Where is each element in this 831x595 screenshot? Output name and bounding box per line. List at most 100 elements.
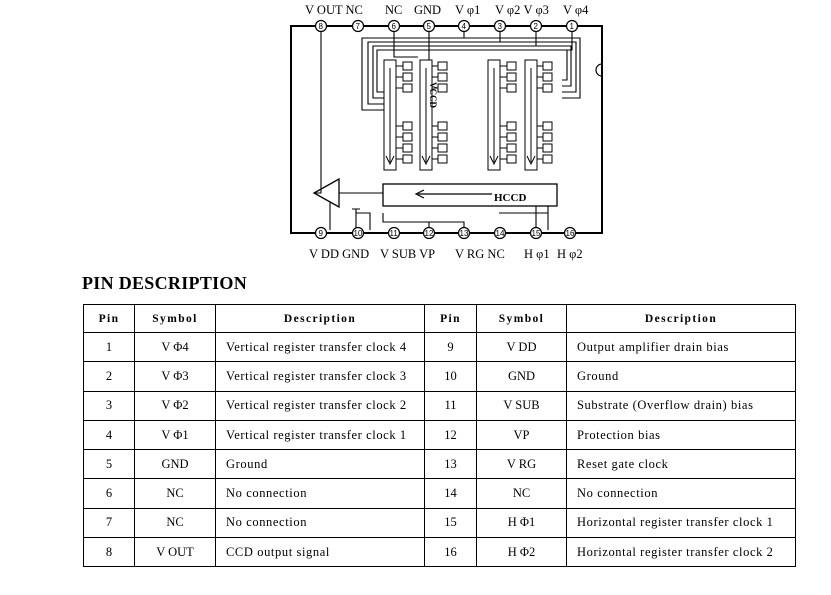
header-description: Description bbox=[566, 304, 796, 333]
top-pin-label: V φ2 V φ3 bbox=[495, 3, 549, 17]
pin-description: CCD output signal bbox=[215, 537, 425, 568]
table-row: 1 V Φ4 Vertical register transfer clock … bbox=[83, 331, 796, 363]
top-pin-label: NC bbox=[385, 3, 402, 17]
section-title: PIN DESCRIPTION bbox=[82, 273, 248, 293]
bottom-pin-number: 14 bbox=[496, 229, 505, 238]
bottom-pin-label: H φ1 bbox=[524, 247, 550, 261]
bottom-pin-number: 13 bbox=[460, 229, 469, 238]
package-notch bbox=[595, 63, 603, 77]
pin-number: 8 bbox=[83, 537, 135, 568]
bottom-pin-number: 9 bbox=[319, 229, 324, 238]
pin-symbol: V DD bbox=[476, 331, 567, 363]
table-row: 2 V Φ3 Vertical register transfer clock … bbox=[83, 361, 796, 392]
pin-description: Output amplifier drain bias bbox=[566, 331, 796, 363]
hccd-register bbox=[382, 183, 558, 207]
bottom-pin-number: 10 bbox=[354, 229, 363, 238]
header-symbol: Symbol bbox=[134, 304, 216, 333]
pin-symbol: V Φ4 bbox=[134, 331, 216, 363]
pin-description: Vertical register transfer clock 1 bbox=[215, 419, 425, 451]
vccd-label: VCCD bbox=[428, 82, 438, 108]
top-pin-label: V φ1 bbox=[455, 3, 480, 17]
top-pin-label: V φ4 bbox=[563, 3, 589, 17]
pin-description: No connection bbox=[215, 478, 425, 509]
clock-bus bbox=[361, 31, 581, 111]
table-row: 3 V Φ2 Vertical register transfer clock … bbox=[83, 390, 796, 421]
table-row: 7 NC No connection 15 H Φ1 Horizontal re… bbox=[83, 507, 796, 539]
pin-description: Vertical register transfer clock 4 bbox=[215, 331, 425, 363]
top-pin-number: 8 bbox=[319, 22, 324, 31]
pin-number: 11 bbox=[424, 390, 477, 421]
pin-symbol: V OUT bbox=[134, 537, 216, 568]
pin-description: Ground bbox=[566, 361, 796, 392]
pin-description: Vertical register transfer clock 3 bbox=[215, 361, 425, 392]
header-symbol: Symbol bbox=[476, 304, 567, 333]
pin-number: 5 bbox=[83, 449, 135, 480]
top-pin-label: V OUT NC bbox=[305, 3, 363, 17]
pin-symbol: VP bbox=[476, 419, 567, 451]
pin-description: Horizontal register transfer clock 1 bbox=[566, 507, 796, 539]
output-wiring bbox=[314, 31, 549, 230]
vccd-columns bbox=[383, 59, 538, 171]
bottom-pins: 9 10 11 12 13 14 15 16 bbox=[314, 226, 577, 240]
cell-links bbox=[396, 65, 543, 160]
pin-description: No connection bbox=[566, 478, 796, 509]
pin-number: 2 bbox=[83, 361, 135, 392]
pin-description: Reset gate clock bbox=[566, 449, 796, 480]
pin-symbol: NC bbox=[476, 478, 567, 509]
pin-number: 1 bbox=[83, 331, 135, 363]
table-row: 8 V OUT CCD output signal 16 H Φ2 Horizo… bbox=[83, 537, 796, 568]
pin-number: 7 bbox=[83, 507, 135, 539]
pin-number: 13 bbox=[424, 449, 477, 480]
pin-description: No connection bbox=[215, 507, 425, 539]
table-row: 5 GND Ground 13 V RG Reset gate clock bbox=[83, 449, 796, 480]
bottom-pin-label: H φ2 bbox=[557, 247, 583, 261]
pin-symbol: V Φ1 bbox=[134, 419, 216, 451]
bottom-pin-number: 12 bbox=[425, 229, 434, 238]
header-description: Description bbox=[215, 304, 425, 333]
pin-number: 6 bbox=[83, 478, 135, 509]
pin-symbol: V Φ2 bbox=[134, 390, 216, 421]
bottom-pin-number: 16 bbox=[566, 229, 575, 238]
pin-symbol: NC bbox=[134, 507, 216, 539]
pin-symbol: GND bbox=[134, 449, 216, 480]
pin-symbol: H Φ2 bbox=[476, 537, 567, 568]
pin-description: Ground bbox=[215, 449, 425, 480]
pin-number: 12 bbox=[424, 419, 477, 451]
pin-number: 14 bbox=[424, 478, 477, 509]
pin-symbol: H Φ1 bbox=[476, 507, 567, 539]
bottom-pin-label: V RG NC bbox=[455, 247, 505, 261]
top-pin-number: 2 bbox=[534, 22, 539, 31]
pin-symbol: V SUB bbox=[476, 390, 567, 421]
pin-description: Protection bias bbox=[566, 419, 796, 451]
table-header-row: Pin Symbol Description Pin Symbol Descri… bbox=[83, 304, 796, 333]
pin-symbol: NC bbox=[134, 478, 216, 509]
bottom-pin-label: V SUB VP bbox=[380, 247, 435, 261]
pin-description: Horizontal register transfer clock 2 bbox=[566, 537, 796, 568]
table-row: 6 NC No connection 14 NC No connection bbox=[83, 478, 796, 509]
pin-number: 15 bbox=[424, 507, 477, 539]
bottom-pin-number: 11 bbox=[390, 229, 399, 238]
ccd-block-diagram: V OUT NC NC GND V φ1 V φ2 V φ3 V φ4 8 7 … bbox=[290, 3, 603, 261]
pin-number: 16 bbox=[424, 537, 477, 568]
pin-number: 4 bbox=[83, 419, 135, 451]
header-pin: Pin bbox=[83, 304, 135, 333]
top-pin-number: 4 bbox=[462, 22, 467, 31]
top-pin-number: 5 bbox=[427, 22, 432, 31]
pin-symbol: GND bbox=[476, 361, 567, 392]
top-pin-number: 1 bbox=[570, 22, 575, 31]
bottom-pin-number: 15 bbox=[532, 229, 541, 238]
pin-number: 9 bbox=[424, 331, 477, 363]
header-pin: Pin bbox=[424, 304, 477, 333]
pin-symbol: V RG bbox=[476, 449, 567, 480]
pin-description: Vertical register transfer clock 2 bbox=[215, 390, 425, 421]
bottom-pin-label: V DD GND bbox=[309, 247, 369, 261]
pin-description-table: Pin Symbol Description Pin Symbol Descri… bbox=[83, 304, 796, 568]
pin-description: Substrate (Overflow drain) bias bbox=[566, 390, 796, 421]
hccd-label: HCCD bbox=[494, 192, 526, 204]
table-row: 4 V Φ1 Vertical register transfer clock … bbox=[83, 419, 796, 451]
top-pin-number: 6 bbox=[392, 22, 397, 31]
top-pin-number: 7 bbox=[356, 22, 361, 31]
top-pin-label: GND bbox=[414, 3, 441, 17]
pin-number: 3 bbox=[83, 390, 135, 421]
top-pin-number: 3 bbox=[498, 22, 503, 31]
